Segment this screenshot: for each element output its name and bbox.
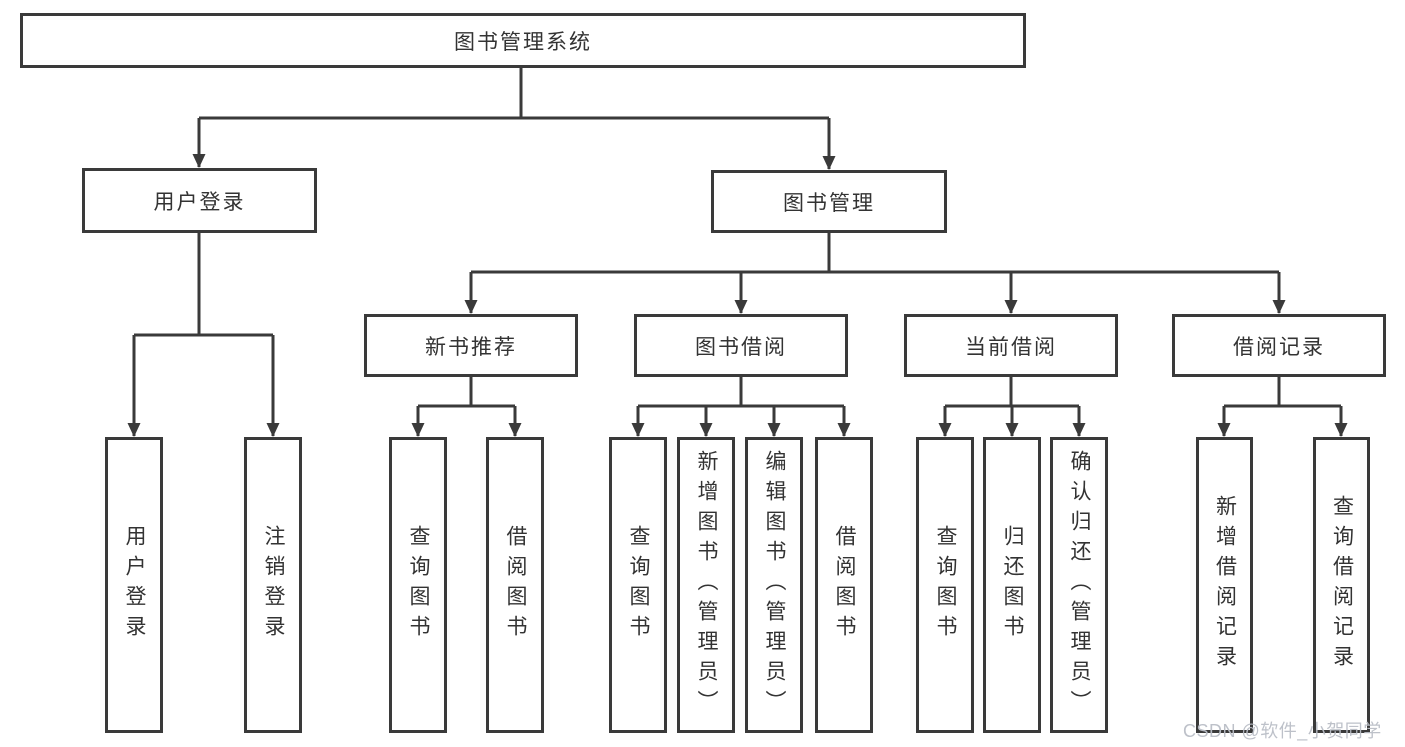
leaf-newbook-query-books: 查询图书 [389,437,447,733]
connector-arrows [127,118,1348,437]
leaf-label: 用户登录 [123,525,146,645]
leaf-label: 借阅图书 [833,525,856,645]
node-borrowing-records: 借阅记录 [1172,314,1386,377]
leaf-borrow-borrow-books: 借阅图书 [815,437,873,733]
leaf-label: 查询借阅记录 [1330,495,1354,675]
node-root: 图书管理系统 [20,13,1026,68]
node-book-borrowing: 图书借阅 [634,314,848,377]
leaf-current-return-books: 归还图书 [983,437,1041,733]
leaf-newbook-borrow-books: 借阅图书 [486,437,544,733]
leaf-label: 新增图书（管理员） [695,450,718,720]
node-user-login: 用户登录 [82,168,317,233]
leaf-borrow-add-books-admin: 新增图书（管理员） [677,437,735,733]
leaf-label: 借阅图书 [504,525,527,645]
watermark-text: CSDN @软件_小贺同学 [1183,721,1382,741]
connector-trunks [134,68,1341,408]
leaf-current-query-books: 查询图书 [916,437,974,733]
leaf-label: 查询图书 [407,525,430,645]
leaf-label: 查询图书 [627,525,650,645]
leaf-label: 归还图书 [1001,525,1024,645]
leaf-label: 确认归还（管理员） [1068,450,1091,720]
leaf-label: 编辑图书（管理员） [763,450,786,720]
node-book-management: 图书管理 [711,170,947,233]
leaf-user-login: 用户登录 [105,437,163,733]
leaf-records-query-record: 查询借阅记录 [1313,437,1370,733]
leaf-borrow-query-books: 查询图书 [609,437,667,733]
leaf-records-add-record: 新增借阅记录 [1196,437,1253,733]
leaf-current-confirm-return-admin: 确认归还（管理员） [1050,437,1108,733]
node-current-borrowing: 当前借阅 [904,314,1118,377]
leaf-label: 注销登录 [262,525,285,645]
leaf-label: 新增借阅记录 [1213,495,1237,675]
leaf-borrow-edit-books-admin: 编辑图书（管理员） [745,437,803,733]
node-new-book-recommend: 新书推荐 [364,314,578,377]
leaf-label: 查询图书 [934,525,957,645]
leaf-logout: 注销登录 [244,437,302,733]
